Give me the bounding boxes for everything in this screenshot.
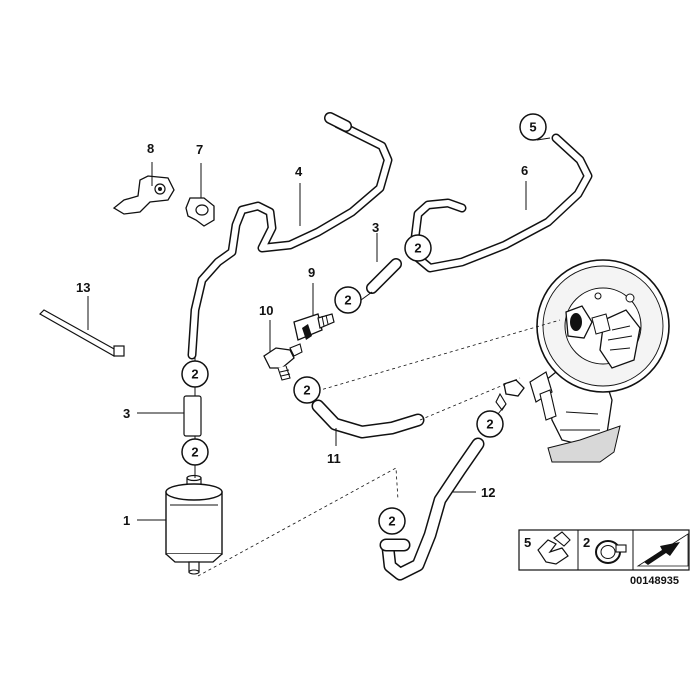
legend-item-2-label: 2 [583,535,590,550]
callout-11: 11 [327,451,341,466]
callout-7: 7 [196,142,203,157]
callout-labels: 8 7 4 6 3 9 13 10 3 11 12 1 [76,141,528,528]
circled-callout-2: 2 [181,360,209,388]
callout-10: 10 [259,303,273,318]
svg-text:2: 2 [486,417,493,432]
arrow-icon [636,533,689,567]
svg-text:2: 2 [303,383,310,398]
fuel-filter [165,474,223,575]
svg-text:2: 2 [191,367,198,382]
elbow-connector [263,343,303,381]
svg-text:2: 2 [191,445,198,460]
circled-callout-2: 2 [334,286,362,314]
callout-13: 13 [76,280,90,295]
callout-8: 8 [147,141,154,156]
callout-3-lower: 3 [123,406,130,421]
hose-12 [379,437,485,581]
callout-9: 9 [308,265,315,280]
circled-callout-5: 5 [519,113,547,141]
hose-6 [410,133,593,273]
svg-text:2: 2 [344,293,351,308]
callout-4: 4 [295,164,303,179]
legend-item-5-label: 5 [524,535,531,550]
hose-4 [187,112,393,360]
hose-clamp-icon [595,540,627,564]
circled-callout-2: 2 [378,507,406,535]
callout-12: 12 [481,485,495,500]
svg-text:2: 2 [388,514,395,529]
circled-callout-2: 2 [404,234,432,262]
circled-callout-2: 2 [181,438,209,466]
fuel-pump-assembly [529,259,670,463]
svg-text:5: 5 [529,120,536,135]
valve [293,313,335,341]
svg-text:2: 2 [414,241,421,256]
connection-lines [197,319,561,577]
circled-callout-2: 2 [476,410,504,438]
pump-connector [495,379,525,411]
callout-6: 6 [521,163,528,178]
circled-callouts: 5 2 2 2 2 2 2 2 [181,113,547,535]
hose-3-upper [366,258,402,294]
cable-tie [39,309,125,357]
hose-11 [311,399,425,439]
legend: 5 2 00148935 [518,529,690,587]
hose-clip-icon [537,531,571,565]
hose-3-lower [183,395,202,437]
circled-callout-2: 2 [293,376,321,404]
bracket [112,175,175,215]
diagram-code: 00148935 [630,575,679,587]
callout-3-upper: 3 [372,220,379,235]
callout-1: 1 [123,513,130,528]
clip [185,197,215,227]
